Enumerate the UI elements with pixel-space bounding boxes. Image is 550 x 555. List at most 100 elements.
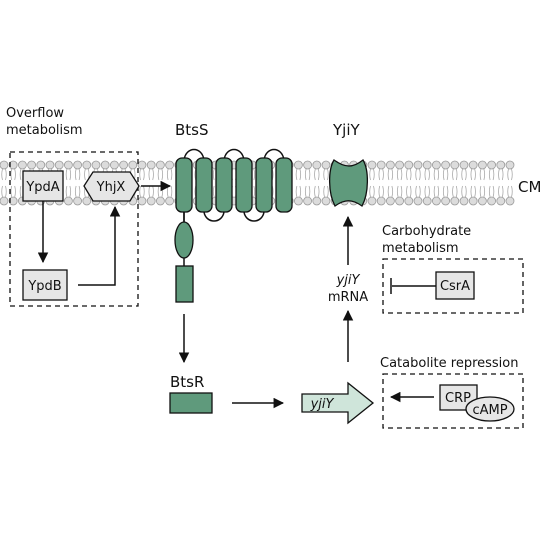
yjiy-gene-label: yjiY xyxy=(310,397,335,412)
btss-domain-box xyxy=(175,265,194,303)
lipid-head xyxy=(496,196,506,206)
lipid-tail xyxy=(1,185,3,198)
lipid-head xyxy=(82,160,92,170)
lipid-tail xyxy=(437,168,440,181)
lipid-tail xyxy=(437,185,440,198)
lipid-tail xyxy=(139,185,141,198)
lipid-tail xyxy=(387,168,390,181)
camp-ellipse xyxy=(465,396,515,422)
lipid-head xyxy=(293,160,303,170)
yhjx-hexagon xyxy=(83,171,140,202)
lipid-head xyxy=(303,160,313,170)
lipid-tail xyxy=(10,168,13,181)
lipid-head xyxy=(293,196,303,206)
btss-helix-2 xyxy=(195,157,213,213)
lipid-tail xyxy=(148,185,151,198)
lipid-tail xyxy=(1,168,3,181)
lipid-tail xyxy=(391,185,394,198)
crp-label: CRP xyxy=(445,391,471,406)
lipid-tail xyxy=(501,168,504,181)
lipid-tail xyxy=(323,168,325,181)
lipid-tail xyxy=(488,185,491,198)
lipid-tail xyxy=(65,185,68,198)
lipid-tail xyxy=(19,168,22,181)
lipid-head xyxy=(385,160,395,170)
btss-helix-3 xyxy=(215,157,233,213)
lipid-head xyxy=(376,196,386,206)
lipid-head xyxy=(367,160,377,170)
btss-helix-5 xyxy=(255,157,273,213)
lipid-tail xyxy=(161,185,164,198)
overflow-label-line1: Overflow xyxy=(6,106,64,121)
lipid-head xyxy=(100,160,110,170)
catabolite-region xyxy=(382,373,524,429)
yjiy-protein-label: YjiY xyxy=(332,121,360,139)
csra-label: CsrA xyxy=(440,279,470,294)
lipid-tail xyxy=(317,168,320,181)
lipid-tail xyxy=(166,185,169,198)
lipid-tail xyxy=(157,168,160,181)
yjiy-protein xyxy=(328,159,369,207)
btss-helix-1 xyxy=(175,157,193,213)
lipid-head xyxy=(321,160,331,170)
lipid-tail xyxy=(143,185,145,198)
lipid-head xyxy=(385,196,395,206)
lipid-head xyxy=(404,196,414,206)
lipid-tail xyxy=(308,185,311,198)
lipid-tail xyxy=(323,185,325,198)
lipid-head xyxy=(0,196,9,206)
lipid-head xyxy=(8,196,18,206)
lipid-tail xyxy=(378,168,381,181)
btss-domain-ellipse xyxy=(174,221,194,259)
lipid-head xyxy=(17,160,27,170)
lipid-tail xyxy=(295,168,298,181)
lipid-tail xyxy=(492,168,495,181)
lipid-tail xyxy=(406,168,408,181)
lipid-head xyxy=(496,160,506,170)
lipid-tail xyxy=(14,168,16,181)
lipid-tail xyxy=(143,168,145,181)
mrna-label: mRNA xyxy=(328,290,368,305)
ypdb-label: YpdB xyxy=(27,279,61,294)
lipid-tail xyxy=(511,168,513,181)
camp-label: cAMP xyxy=(472,403,507,418)
lipid-tail xyxy=(170,168,173,181)
lipid-tail xyxy=(488,168,491,181)
lipid-tail xyxy=(433,168,436,181)
lipid-tail xyxy=(400,185,403,198)
lipid-tail xyxy=(409,185,412,198)
lipid-tail xyxy=(378,185,381,198)
lipid-tail xyxy=(299,168,302,181)
lipid-head xyxy=(468,196,478,206)
lipid-tail xyxy=(452,185,454,198)
lipid-tail xyxy=(314,185,316,198)
lipid-tail xyxy=(299,185,302,198)
lipid-tail xyxy=(14,185,16,198)
lipid-head xyxy=(395,196,405,206)
lipid-head xyxy=(128,160,138,170)
lipid-tail xyxy=(10,185,13,198)
lipid-tail xyxy=(373,185,375,198)
lipid-tail xyxy=(474,168,476,181)
carbo-label-line1: Carbohydrate xyxy=(382,224,471,239)
lipid-head xyxy=(450,160,460,170)
lipid-head xyxy=(431,160,441,170)
lipid-head xyxy=(54,160,64,170)
lipid-tail xyxy=(304,168,307,181)
lipid-tail xyxy=(382,168,384,181)
lipid-tail xyxy=(428,168,430,181)
lipid-head xyxy=(505,196,515,206)
lipid-tail xyxy=(253,168,256,181)
lipid-tail xyxy=(161,168,164,181)
lipid-head xyxy=(431,196,441,206)
lipid-tail xyxy=(382,185,384,198)
lipid-tail xyxy=(455,185,458,198)
lipid-head xyxy=(312,196,322,206)
lipid-tail xyxy=(498,168,500,181)
lipid-head xyxy=(376,160,386,170)
lipid-head xyxy=(468,160,478,170)
lipid-tail xyxy=(212,185,215,198)
lipid-head xyxy=(27,160,37,170)
lipid-tail xyxy=(84,168,86,181)
